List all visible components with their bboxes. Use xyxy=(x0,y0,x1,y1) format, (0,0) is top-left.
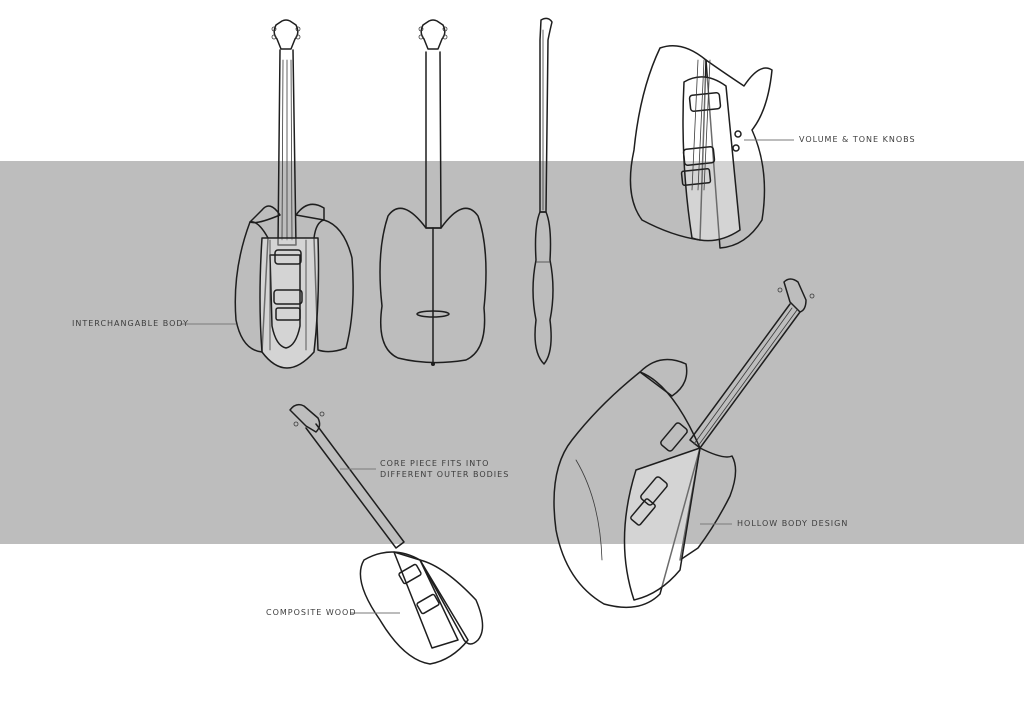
label-composite-wood: COMPOSITE WOOD xyxy=(266,608,357,617)
front-view-guitar xyxy=(234,19,354,369)
label-core-piece-line2: DIFFERENT OUTER BODIES xyxy=(380,470,510,479)
back-view-guitar xyxy=(379,19,487,366)
label-volume-tone-knobs: VOLUME & TONE KNOBS xyxy=(799,135,916,144)
close-up-guitar xyxy=(629,45,773,249)
gray-background-band xyxy=(0,161,1024,544)
label-interchangeable-body: INTERCHANGABLE BODY xyxy=(72,319,189,328)
side-view-guitar xyxy=(532,17,554,365)
label-hollow-body-design: HOLLOW BODY DESIGN xyxy=(737,519,849,528)
angled-guitar-large xyxy=(553,278,815,609)
angled-guitar-small xyxy=(289,403,484,665)
label-core-piece-line1: CORE PIECE FITS INTO xyxy=(380,459,490,468)
